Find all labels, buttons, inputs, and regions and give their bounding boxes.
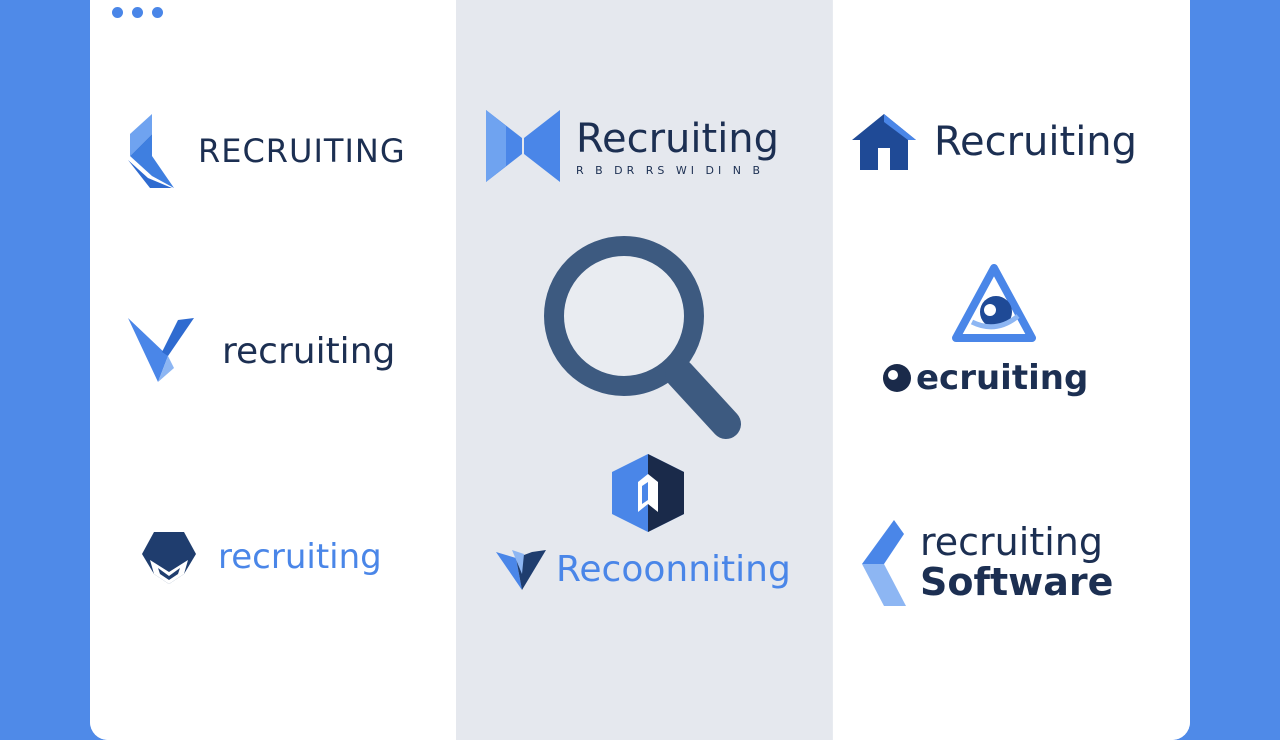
eye-circle-icon xyxy=(883,364,911,392)
logo-text: Recruiting xyxy=(576,115,780,162)
dot-icon xyxy=(112,7,123,18)
dot-icon xyxy=(152,7,163,18)
logo-tile-ecruiting[interactable]: ecruiting xyxy=(880,358,1088,398)
house-icon xyxy=(852,114,916,170)
magnifying-glass-icon xyxy=(544,236,741,439)
logo-text-line2: Software xyxy=(920,560,1114,604)
v-dart-logo-icon xyxy=(496,550,546,590)
logo-text: Recruiting xyxy=(934,119,1138,165)
logo-tile-recruiting-caps[interactable]: RECRUITING xyxy=(122,112,406,190)
logo-tile-recruiting-house[interactable]: Recruiting xyxy=(850,112,1137,172)
logo-board-card xyxy=(90,0,1190,740)
chevron-logo-icon xyxy=(128,114,174,188)
logo-tile-recruiting-v[interactable]: recruiting xyxy=(124,316,395,386)
logo-text: recruiting xyxy=(218,537,382,577)
stage: RECRUITING recruiting recruiting Recruit… xyxy=(90,0,1190,740)
triangle-eye-logo-icon xyxy=(952,264,1036,342)
bowtie-logo-icon xyxy=(486,110,560,182)
v-wing-logo-icon xyxy=(128,318,194,382)
logo-tile-recruiting-software[interactable]: recruiting Software xyxy=(858,518,1113,608)
logo-text-line1: recruiting xyxy=(920,520,1103,565)
logo-tile-recoonniting[interactable]: Recoonniting xyxy=(494,544,791,594)
logo-text: recruiting xyxy=(222,330,396,372)
logo-text: Recoonniting xyxy=(556,548,791,590)
logo-tile-recruiting-bowtie[interactable]: Recruiting R B DR RS WI DI N B xyxy=(484,108,779,184)
logo-text: RECRUITING xyxy=(198,132,406,170)
dot-icon xyxy=(132,7,143,18)
logo-tagline: R B DR RS WI DI N B xyxy=(576,163,765,177)
logo-tile-recruiting-hex[interactable]: recruiting xyxy=(140,528,382,586)
chevron-c-logo-icon xyxy=(862,520,906,606)
cube-logo-icon xyxy=(612,454,684,532)
logo-text: ecruiting xyxy=(916,358,1089,398)
window-dots[interactable] xyxy=(112,7,163,18)
hexagon-logo-icon xyxy=(142,532,196,584)
